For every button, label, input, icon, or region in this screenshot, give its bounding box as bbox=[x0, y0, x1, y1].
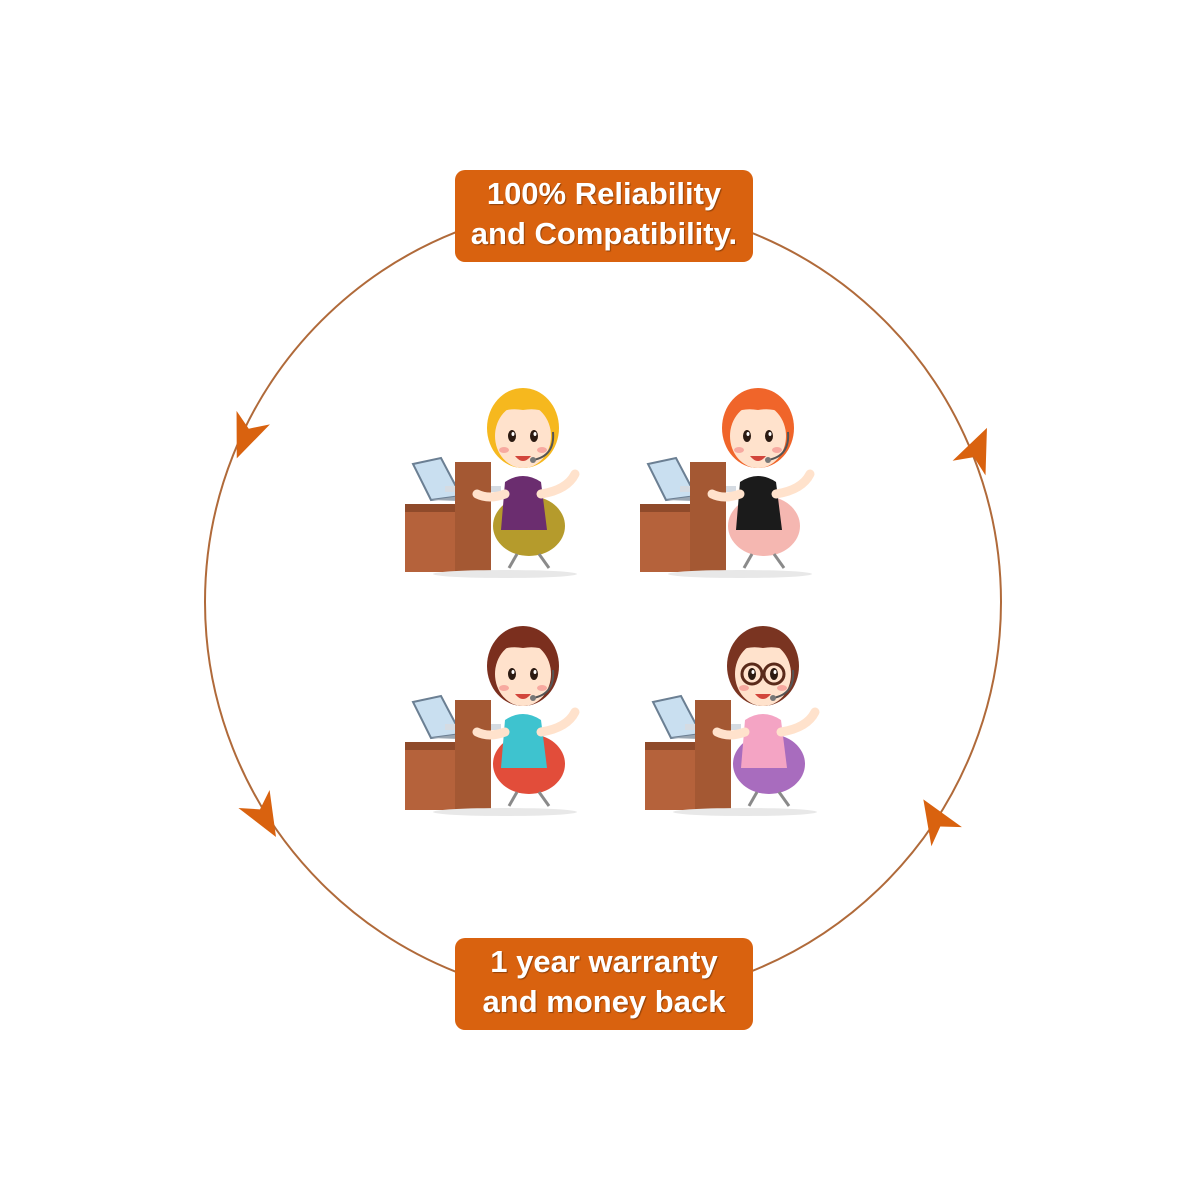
arrow-left-down-icon bbox=[238, 789, 292, 847]
reliability-line-2: and Compatibility. bbox=[470, 216, 738, 251]
glasses-agent bbox=[645, 626, 817, 816]
brunette-agent bbox=[405, 626, 577, 816]
warranty-label: 1 year warranty and money back bbox=[455, 938, 753, 1030]
redhead-agent bbox=[640, 388, 812, 578]
reliability-label: 100% Reliability and Compatibility. bbox=[455, 170, 753, 262]
cycle-ring bbox=[204, 203, 1002, 1001]
arrow-left-up-icon bbox=[220, 410, 270, 466]
blonde-agent bbox=[405, 388, 577, 578]
warranty-line-1: 1 year warranty bbox=[490, 944, 718, 979]
arrow-right-down-icon bbox=[908, 789, 962, 847]
warranty-line-2: and money back bbox=[482, 984, 726, 1019]
reliability-line-1: 100% Reliability bbox=[486, 176, 722, 211]
